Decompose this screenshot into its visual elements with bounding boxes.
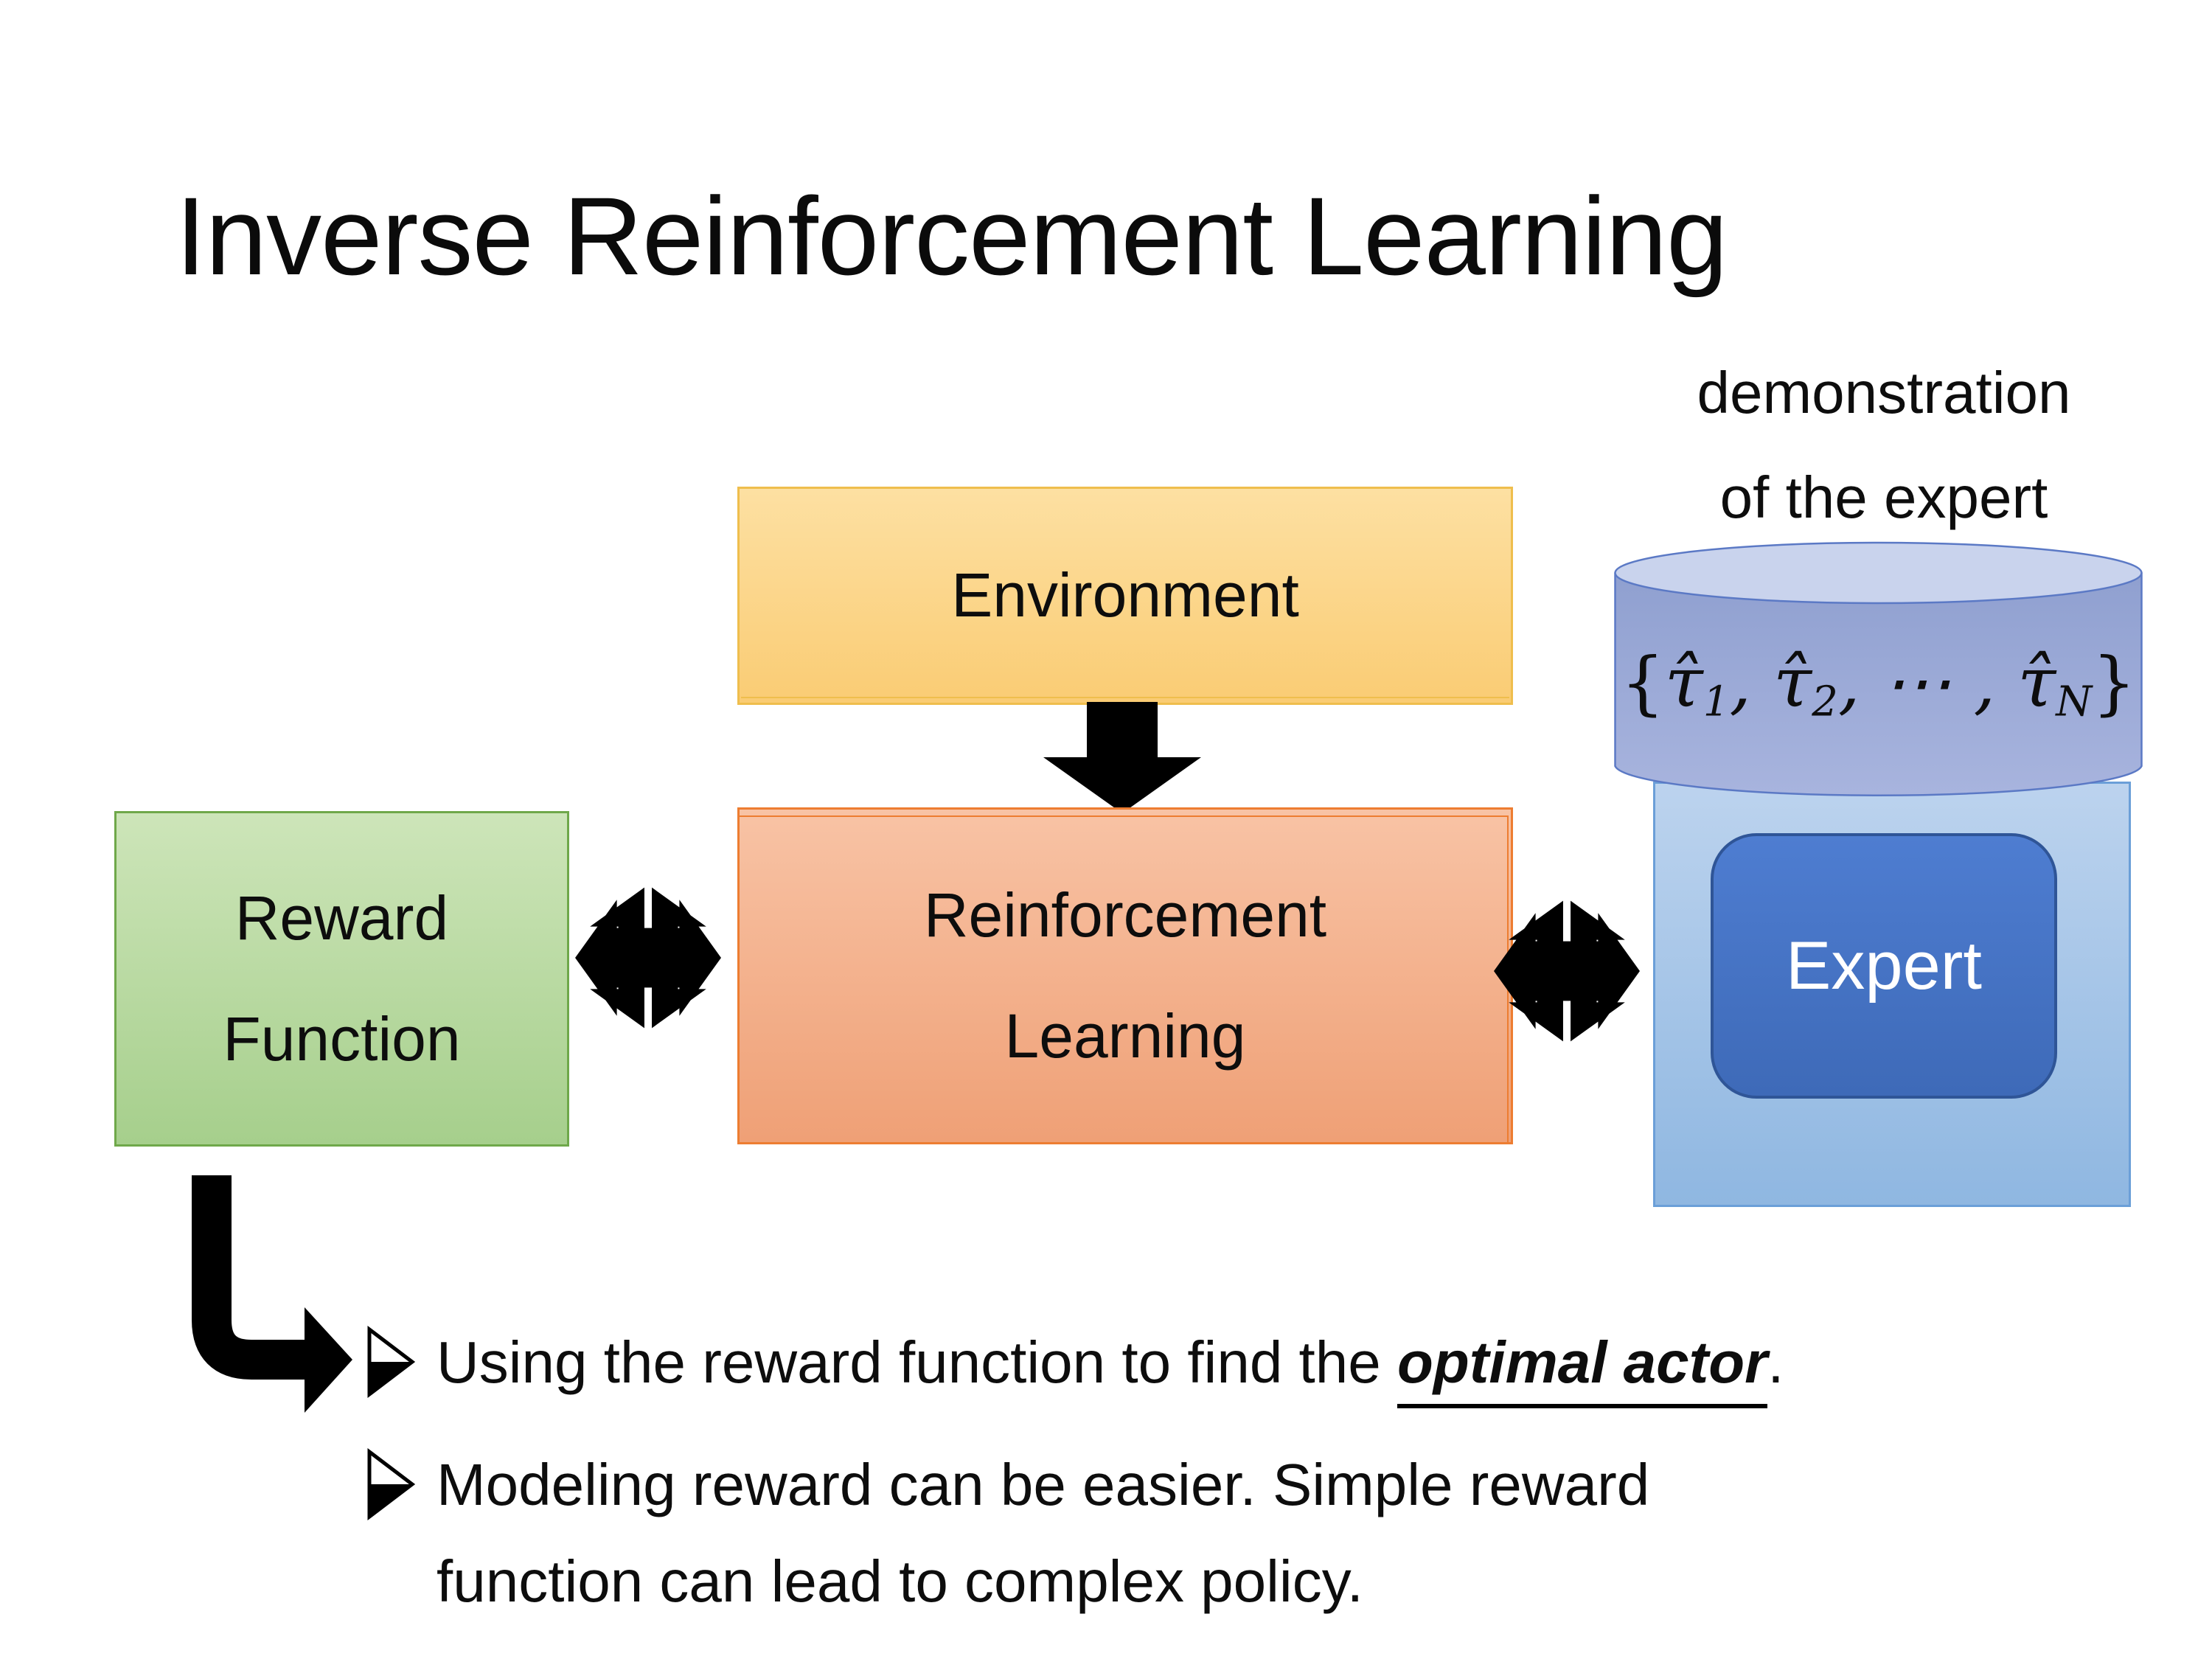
- expert-box: Expert: [1711, 833, 2057, 1099]
- double-arrow-icon-left: [575, 883, 721, 1032]
- demonstration-caption: demonstration of the expert: [1593, 341, 2175, 551]
- bullet-item-1: Using the reward function to find the op…: [366, 1314, 2165, 1411]
- arrowhead-bullet-icon: [367, 1447, 416, 1521]
- optimal-actor-highlight: optimal actor: [1397, 1329, 1768, 1408]
- double-arrow-icon-right: [1494, 897, 1640, 1046]
- reinforcement-learning-label: Reinforcement Learning: [923, 880, 1327, 1071]
- elbow-arrow-icon: [192, 1175, 352, 1413]
- expert-label: Expert: [1786, 928, 1982, 1004]
- reward-function-box: Reward Function: [114, 811, 569, 1147]
- reinforcement-learning-box: Reinforcement Learning: [737, 807, 1513, 1144]
- reward-function-label: Reward Function: [223, 883, 461, 1074]
- bullet-item-2: Modeling reward can be easier. Simple re…: [366, 1436, 1840, 1630]
- demonstration-caption-line2: of the expert: [1719, 465, 2048, 531]
- trajectory-formula: {τ̂1, τ̂2, ⋯ , τ̂N}: [1620, 643, 2137, 726]
- page-title: Inverse Reinforcement Learning: [175, 174, 1728, 298]
- demonstration-cylinder: [1614, 541, 2143, 797]
- demonstration-caption-line1: demonstration: [1697, 360, 2071, 425]
- down-arrow-icon: [1043, 702, 1201, 813]
- arrowhead-bullet-icon: [367, 1325, 416, 1399]
- environment-box: Environment: [737, 487, 1513, 705]
- bullet-1-text: Using the reward function to find the op…: [437, 1314, 1784, 1411]
- bullet-2-text: Modeling reward can be easier. Simple re…: [437, 1452, 1650, 1615]
- environment-label: Environment: [951, 560, 1299, 630]
